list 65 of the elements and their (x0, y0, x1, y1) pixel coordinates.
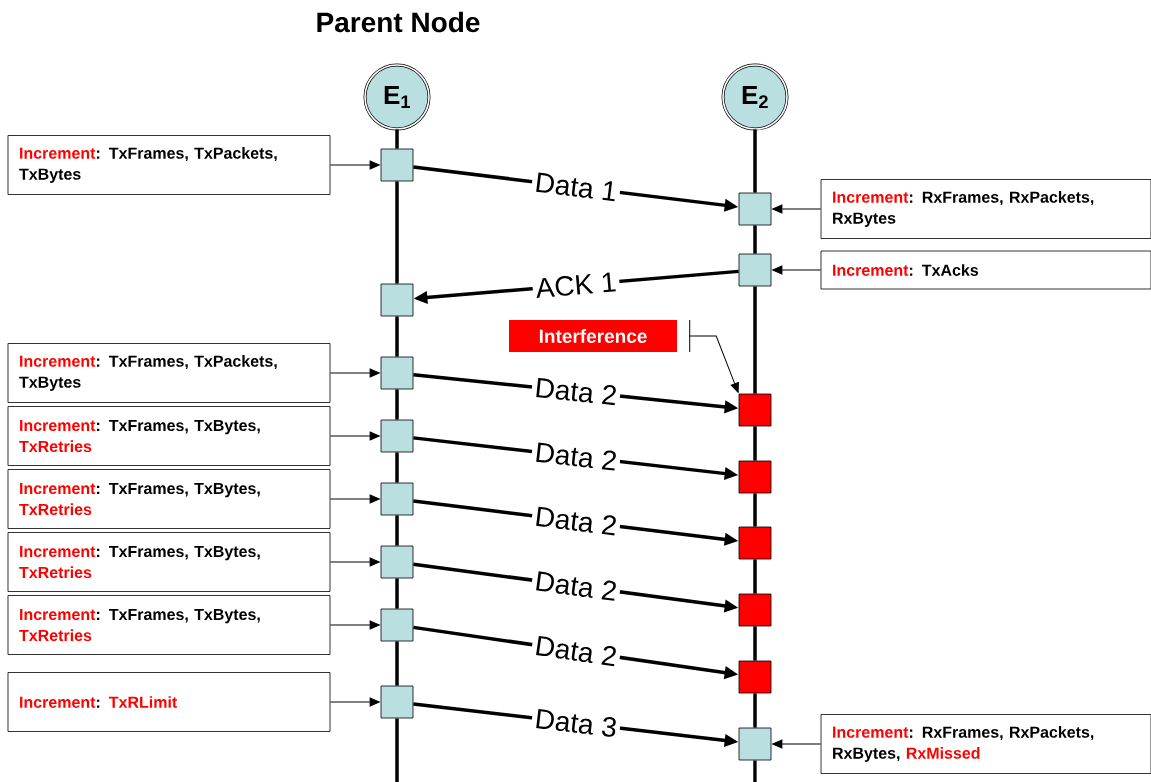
message-box (738, 393, 772, 427)
counter-note: Increment: TxAcks (820, 250, 1151, 290)
edge-label: Data 2 (530, 567, 622, 605)
edge-label: Data 3 (530, 705, 622, 741)
edge-label: ACK 1 (531, 268, 621, 302)
message-box (738, 253, 772, 287)
message-box (738, 192, 772, 226)
lifeline (753, 493, 757, 527)
interference-label: Interference (509, 320, 677, 352)
lifeline (395, 641, 399, 686)
leader-arrow (772, 739, 822, 749)
lifeline (395, 515, 399, 546)
leader-arrow (329, 697, 380, 707)
counter-note: Increment: TxFrames, TxBytes, TxRetries (7, 595, 331, 655)
lifeline (753, 129, 757, 193)
leader-arrow (329, 557, 380, 567)
lifeline (753, 760, 757, 782)
lifeline (395, 578, 399, 609)
leader-arrow (329, 368, 380, 378)
lifeline (753, 426, 757, 461)
message-box (738, 460, 772, 494)
message-box (380, 482, 414, 516)
lifeline (753, 626, 757, 661)
message-box (380, 685, 414, 719)
lifeline (395, 389, 399, 420)
lifeline (753, 559, 757, 594)
edge-label: Data 2 (530, 502, 622, 540)
edge-label: Data 1 (530, 168, 622, 206)
counter-note: Increment: TxFrames, TxBytes, TxRetries (7, 469, 331, 529)
message-box (738, 526, 772, 560)
lifeline (753, 286, 757, 394)
leader-arrow (329, 620, 380, 630)
message-box (738, 660, 772, 694)
message-box (380, 545, 414, 579)
message-box (738, 593, 772, 627)
lifeline (753, 225, 757, 254)
lifeline (395, 452, 399, 483)
title: Parent Node (317, 11, 480, 33)
edge-label: Data 2 (530, 374, 622, 409)
counter-note: Increment: TxFrames, TxPackets, TxBytes (7, 343, 331, 403)
counter-note: Increment: RxFrames, RxPackets, RxBytes (820, 179, 1151, 239)
message-box (380, 356, 414, 390)
message-box (380, 419, 414, 453)
message-box (738, 727, 772, 761)
leader-arrow (772, 265, 822, 275)
lifeline (395, 129, 399, 149)
message-box (380, 283, 414, 317)
counter-note: Increment: TxFrames, TxBytes, TxRetries (7, 532, 331, 592)
message-box (380, 148, 414, 182)
leader-arrow (329, 160, 380, 170)
counter-note: Increment: TxFrames, TxPackets, TxBytes (7, 135, 331, 195)
message-box (380, 608, 414, 642)
edge-label: Data 2 (530, 438, 622, 475)
leader-arrow (772, 204, 822, 214)
leader-arrow (329, 431, 380, 441)
lifeline (395, 718, 399, 782)
counter-note: Increment: TxFrames, TxBytes, TxRetries (7, 406, 331, 466)
lifeline (753, 693, 757, 728)
leader-arrow (329, 494, 380, 504)
lifeline (395, 181, 399, 284)
counter-note: Increment: RxFrames, RxPackets, RxBytes, RxMissed (820, 714, 1151, 774)
counter-note: Increment: TxRLimit (7, 672, 331, 732)
edge-label: Data 2 (530, 631, 622, 671)
leader-arrow (689, 319, 739, 393)
lifeline (395, 316, 399, 357)
